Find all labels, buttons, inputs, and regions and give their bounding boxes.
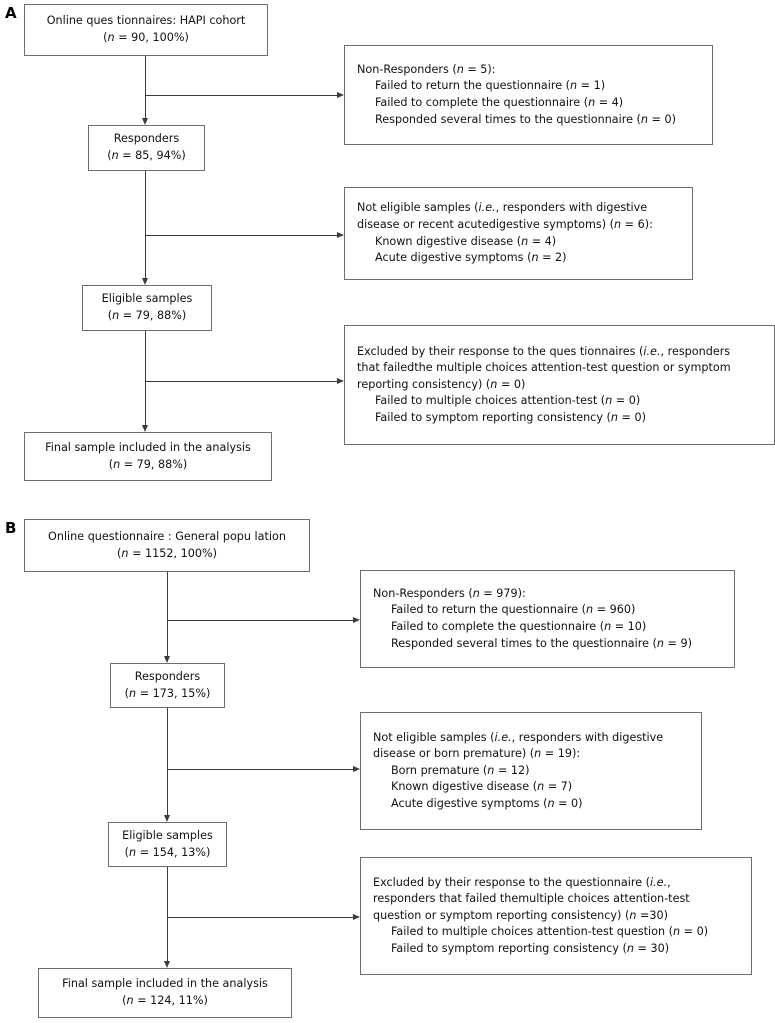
connector-b-branch-1 [167,620,354,621]
box-line: Non-Responders (n = 979): [373,586,526,600]
box-line: reporting consistency) (n = 0) [357,377,526,391]
node-line: Final sample included in the analysis [45,440,251,454]
box-line: Failed to symptom reporting consistency … [391,941,670,955]
panel-b-box-excluded-by-response: Excluded by their response to the questi… [360,857,752,975]
panel-a-box-not-eligible-samples: Not eligible samples (i.e., responders w… [344,187,693,280]
box-line: Not eligible samples (i.e., responders w… [373,730,664,744]
arrowhead-right [337,92,344,98]
box-line: Excluded by their response to the questi… [373,875,671,889]
connector-a-branch-3 [145,381,338,382]
box-line: Known digestive disease (n = 7) [391,780,573,794]
node-line: Responders [113,132,180,146]
connector-b-branch-2 [167,769,354,770]
node-line: (n = 79, 88%) [107,309,187,322]
box-line: Non-Responders (n = 5): [357,62,496,76]
box-line: Not eligible samples (i.e., responders w… [357,201,648,215]
box-line: that failedthe multiple choices attentio… [357,361,731,375]
panel-b-node-responders: Responders (n = 173, 15%) [110,663,225,708]
panel-a-node-responders: Responders (n = 85, 94%) [88,125,205,171]
arrowhead-down [142,118,148,125]
connector-b-branch-3 [167,917,354,918]
box-line: Failed to multiple choices attention-tes… [391,925,709,939]
arrowhead-right [353,914,360,920]
node-line: (n = 79, 88%) [108,457,188,471]
connector-a-branch-2 [145,235,338,236]
box-line: disease or recent acutedigestive symptom… [357,217,653,231]
node-line: Eligible samples [101,292,193,306]
box-line: Acute digestive symptoms (n = 0) [391,796,583,810]
panel-a-box-non-responders: Non-Responders (n = 5): Failed to return… [344,45,713,145]
box-line: Failed to return the questionnaire (n = … [375,79,606,93]
box-line: Failed to complete the questionnaire (n … [375,96,624,109]
panel-label-b: B [5,519,17,537]
box-line: question or symptom reporting consistenc… [373,908,668,922]
panel-a-node-source: Online ques tionnaires: HAPI cohort (n =… [24,4,268,56]
arrowhead-down [164,815,170,822]
box-line: Responded several times to the questionn… [391,636,692,650]
node-line: (n = 154, 13%) [124,845,211,859]
arrowhead-down [164,656,170,663]
connector-a-branch-1 [145,95,338,96]
connector-b-eligible-to-final [167,867,168,961]
node-line: Final sample included in the analysis [62,977,268,991]
box-line: Failed to multiple choices attention-tes… [375,394,641,408]
panel-b-node-final-sample: Final sample included in the analysis (n… [38,968,292,1018]
panel-label-a: A [5,4,17,22]
arrowhead-right [337,232,344,238]
node-line: (n = 173, 15%) [124,686,211,700]
node-line: Responders [134,669,201,683]
node-line: (n = 1152, 100%) [117,546,217,560]
connector-b-responders-to-eligible [167,708,168,815]
panel-a-box-excluded-by-response: Excluded by their response to the ques t… [344,325,775,445]
node-line: (n = 90, 100%) [103,31,189,44]
node-line: (n = 85, 94%) [107,149,186,162]
arrowhead-right [337,378,344,384]
box-line: disease or born premature) (n = 19): [373,747,581,761]
panel-b-node-eligible-samples: Eligible samples (n = 154, 13%) [108,822,227,867]
box-line: responders that failed themultiple choic… [373,892,690,906]
node-line: Eligible samples [122,828,213,842]
box-line: Acute digestive symptoms (n = 2) [375,251,567,265]
arrowhead-right [353,766,360,772]
arrowhead-right [353,617,360,623]
connector-a-source-to-responders [145,56,146,118]
connector-b-source-to-responders [167,572,168,656]
box-line: Excluded by their response to the ques t… [357,344,731,358]
node-line: Online questionnaire : General popu lati… [48,529,286,543]
box-line: Born premature (n = 12) [391,763,530,777]
panel-b-box-non-responders: Non-Responders (n = 979): Failed to retu… [360,570,735,668]
panel-b-box-not-eligible-samples: Not eligible samples (i.e., responders w… [360,712,702,830]
panel-a-node-final-sample: Final sample included in the analysis (n… [24,432,272,481]
panel-b-node-source: Online questionnaire : General popu lati… [24,519,310,572]
box-line: Known digestive disease (n = 4) [375,234,557,248]
box-line: Failed to return the questionnaire (n = … [391,603,636,617]
panel-a-node-eligible-samples: Eligible samples (n = 79, 88%) [82,285,212,331]
node-line: (n = 124, 11%) [122,994,208,1007]
connector-a-eligible-to-final [145,331,146,425]
arrowhead-down [142,425,148,432]
connector-a-responders-to-eligible [145,171,146,278]
arrowhead-down [164,961,170,968]
arrowhead-down [142,278,148,285]
box-line: Responded several times to the questionn… [375,112,676,126]
box-line: Failed to complete the questionnaire (n … [391,620,647,633]
box-line: Failed to symptom reporting consistency … [375,410,646,424]
node-line: Online ques tionnaires: HAPI cohort [46,14,246,28]
